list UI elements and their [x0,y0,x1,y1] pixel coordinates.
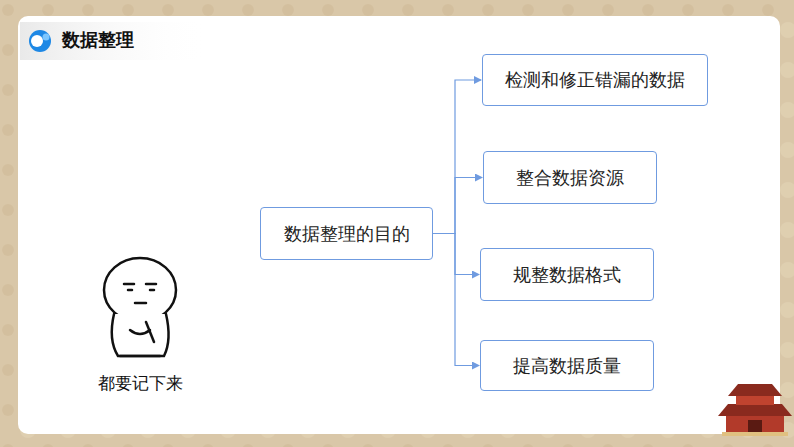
connector [433,234,479,275]
slide-title: 数据整理 [62,28,134,52]
box-text: 规整数据格式 [513,263,621,287]
box-text: 提高数据质量 [513,354,621,378]
title-band [20,22,210,60]
cartoon-figure [104,258,176,356]
logo-icon [29,30,51,52]
branch-box: 检测和修正错漏的数据 [482,54,708,106]
branch-box: 整合数据资源 [483,151,657,204]
figure-caption: 都要记下来 [98,372,183,395]
connector [433,234,479,366]
connector [433,80,481,234]
root-box: 数据整理的目的 [260,207,433,260]
palace-icon [718,384,792,436]
box-text: 检测和修正错漏的数据 [505,68,685,92]
connector [433,178,482,234]
white-panel [18,16,780,434]
box-text: 数据整理的目的 [284,222,410,246]
branch-box: 规整数据格式 [480,248,654,301]
branch-box: 提高数据质量 [480,340,654,391]
box-text: 整合数据资源 [516,166,624,190]
